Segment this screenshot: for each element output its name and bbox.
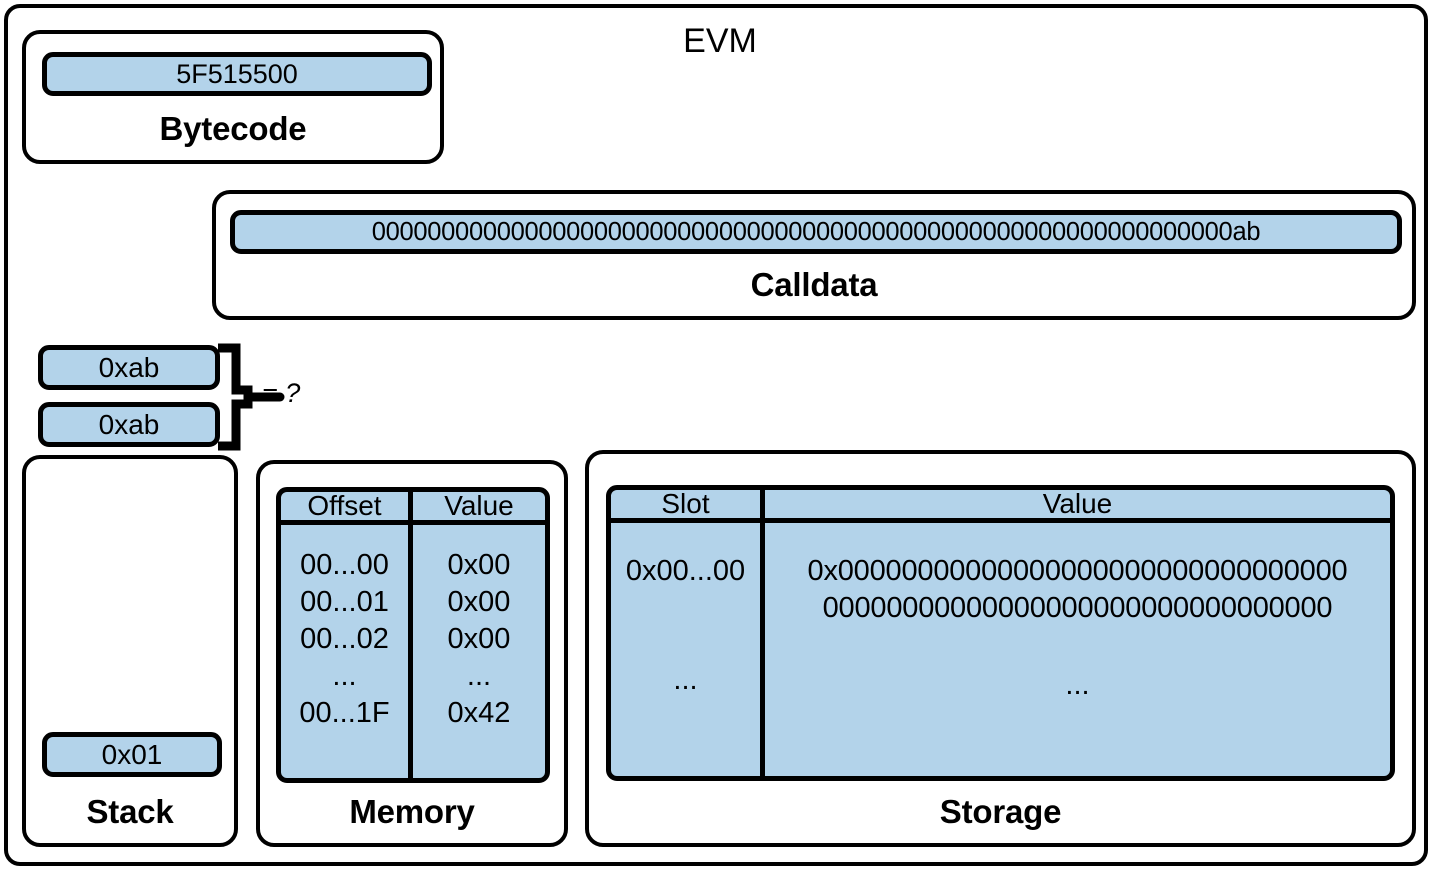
memory-offset-column: 00...00 00...01 00...02 ... 00...1F — [281, 525, 413, 778]
table-cell: 00...01 — [300, 586, 389, 619]
comparison-result: = ? — [262, 378, 301, 408]
memory-table-header: Offset Value — [281, 492, 545, 525]
storage-value-wrapped: 0x00000000000000000000000000000000 00000… — [808, 553, 1348, 627]
table-cell: 0x00 — [447, 586, 511, 619]
table-cell: 00...1F — [299, 697, 390, 730]
storage-table-body: 0x00...00 ... 0x000000000000000000000000… — [611, 523, 1390, 776]
table-cell: ... — [332, 660, 357, 693]
table-cell: ... — [1065, 669, 1090, 702]
stack-label: Stack — [86, 793, 174, 830]
memory-table: Offset Value 00...00 00...01 00...02 ...… — [276, 487, 550, 783]
bytecode-panel: 5F515500 Bytecode — [22, 30, 444, 164]
table-cell: 0x42 — [447, 697, 511, 730]
storage-panel: Slot Value 0x00...00 ... 0x0000000000000… — [585, 450, 1416, 847]
memory-header-value: Value — [444, 490, 514, 521]
storage-header-value: Value — [1042, 488, 1113, 519]
table-cell: 0x00...00 — [625, 555, 746, 587]
table-cell: 00...00 — [300, 549, 389, 581]
table-cell: 0x00 — [447, 623, 511, 656]
brace-icon — [217, 343, 285, 451]
table-cell: 0x00 — [447, 549, 511, 581]
page-title: EVM — [683, 22, 757, 60]
storage-label: Storage — [939, 793, 1062, 830]
comparison-operand-bottom: 0xab — [38, 402, 220, 447]
storage-table: Slot Value 0x00...00 ... 0x0000000000000… — [606, 485, 1395, 781]
comparison-brace — [217, 342, 348, 452]
stack-item: 0x01 — [42, 732, 222, 777]
calldata-label: Calldata — [750, 266, 878, 303]
bytecode-value: 5F515500 — [42, 52, 432, 96]
memory-panel: Offset Value 00...00 00...01 00...02 ...… — [256, 460, 568, 847]
table-cell: ... — [673, 664, 698, 697]
table-cell: 00000000000000000000000000000000 — [822, 592, 1333, 625]
comparison-operand-top: 0xab — [38, 345, 220, 390]
memory-label: Memory — [349, 793, 475, 830]
storage-table-header: Slot Value — [611, 490, 1390, 523]
table-cell: 00...02 — [300, 623, 389, 656]
table-cell: 0x00000000000000000000000000000000 — [807, 555, 1348, 587]
table-cell: ... — [466, 660, 492, 693]
memory-table-body: 00...00 00...01 00...02 ... 00...1F 0x00… — [281, 525, 545, 778]
storage-value-column: 0x00000000000000000000000000000000 00000… — [765, 523, 1390, 776]
memory-header-offset: Offset — [281, 492, 413, 520]
stack-panel: 0x01 Stack — [22, 455, 238, 847]
calldata-panel: 0000000000000000000000000000000000000000… — [212, 190, 1416, 320]
storage-header-slot: Slot — [611, 490, 765, 518]
calldata-value: 0000000000000000000000000000000000000000… — [230, 210, 1402, 254]
storage-slot-column: 0x00...00 ... — [611, 523, 765, 776]
memory-value-column: 0x00 0x00 0x00 ... 0x42 — [413, 525, 545, 778]
bytecode-label: Bytecode — [159, 110, 307, 147]
